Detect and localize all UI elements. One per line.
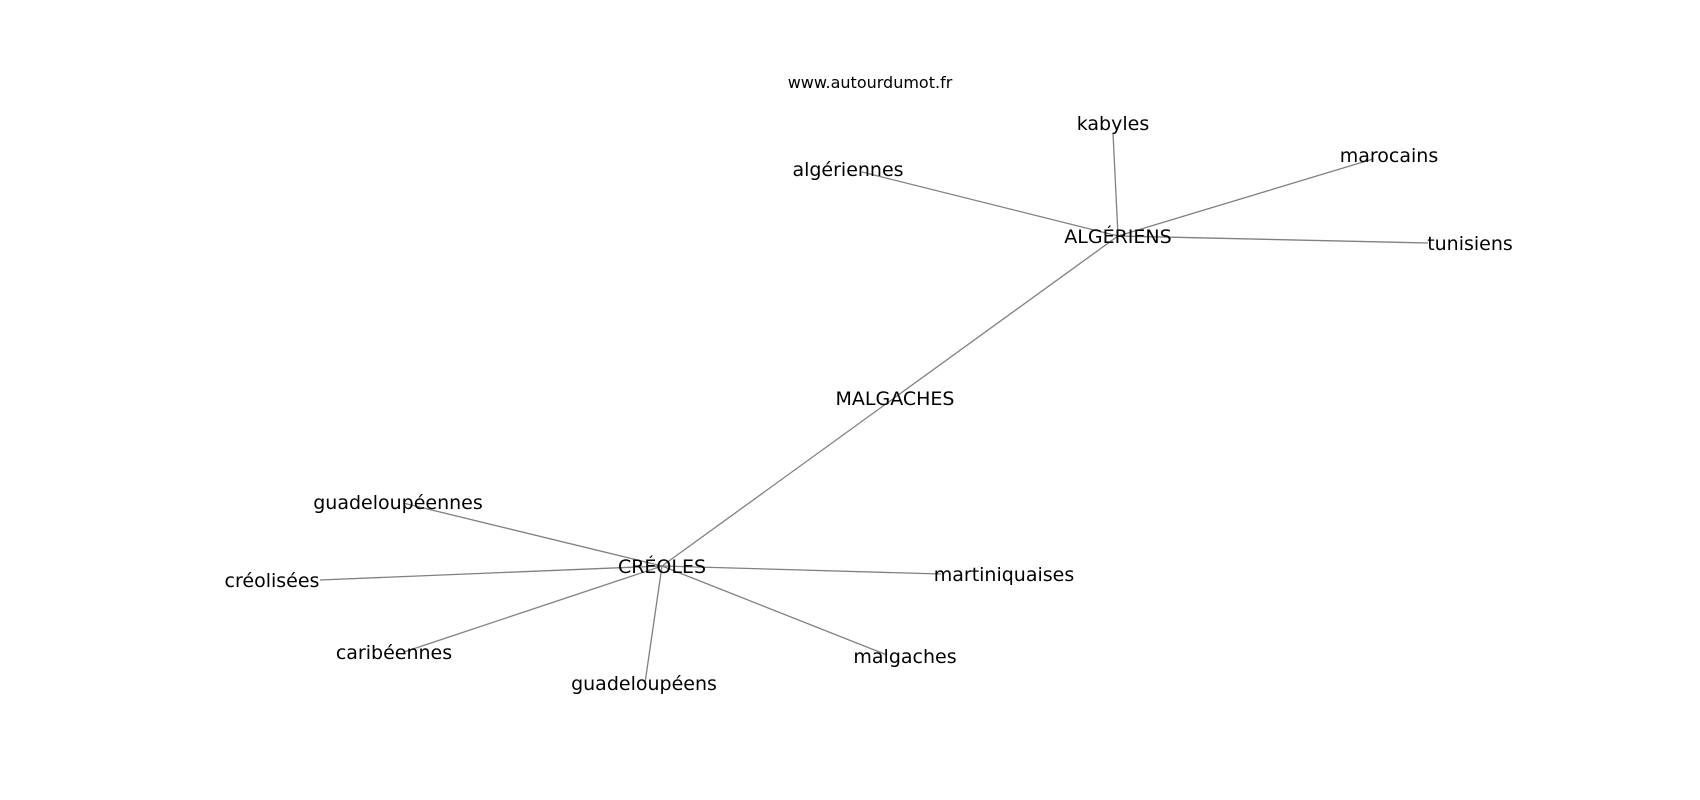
edge-creoles-guadeloupeennes xyxy=(402,502,663,567)
node-label-algeriens: ALGÉRIENS xyxy=(1064,225,1171,248)
node-label-guadeloupeens: guadeloupéens xyxy=(571,673,717,695)
node-label-caribeennes: caribéennes xyxy=(336,642,452,664)
edge-creoles-malgaches_lower xyxy=(661,565,888,656)
edge-algeriens-marocains xyxy=(1117,158,1374,237)
edge-algeriens-creoles xyxy=(661,235,1119,567)
node-label-malgaches_upper: MALGACHES xyxy=(836,388,955,410)
edge-creoles-guadeloupeens xyxy=(644,565,663,684)
edge-creoles-martiniquaises xyxy=(661,565,942,575)
edge-algeriens-algeriennes xyxy=(861,171,1119,237)
edge-creoles-caribeennes xyxy=(403,565,663,653)
edge-algeriens-kabyles xyxy=(1112,132,1119,237)
node-label-marocains: marocains xyxy=(1340,145,1438,167)
node-label-creolisees: créolisées xyxy=(225,570,320,592)
node-label-guadeloupeennes: guadeloupéennes xyxy=(313,492,483,514)
node-label-creoles: CRÉOLES xyxy=(618,555,706,578)
node-label-malgaches_lower: malgaches xyxy=(853,646,956,668)
edges-layer xyxy=(319,132,1429,684)
node-label-algeriennes: algériennes xyxy=(792,159,903,181)
edge-algeriens-tunisiens xyxy=(1117,235,1429,244)
watermark: www.autourdumot.fr xyxy=(788,73,953,92)
node-label-tunisiens: tunisiens xyxy=(1427,233,1513,255)
node-label-martiniquaises: martiniquaises xyxy=(934,564,1075,586)
nodes-layer: MALGACHES ALGÉRIENS CRÉOLES kabyles marocain… xyxy=(225,113,1513,695)
node-label-kabyles: kabyles xyxy=(1077,113,1149,135)
edge-creoles-creolisees xyxy=(319,565,663,581)
